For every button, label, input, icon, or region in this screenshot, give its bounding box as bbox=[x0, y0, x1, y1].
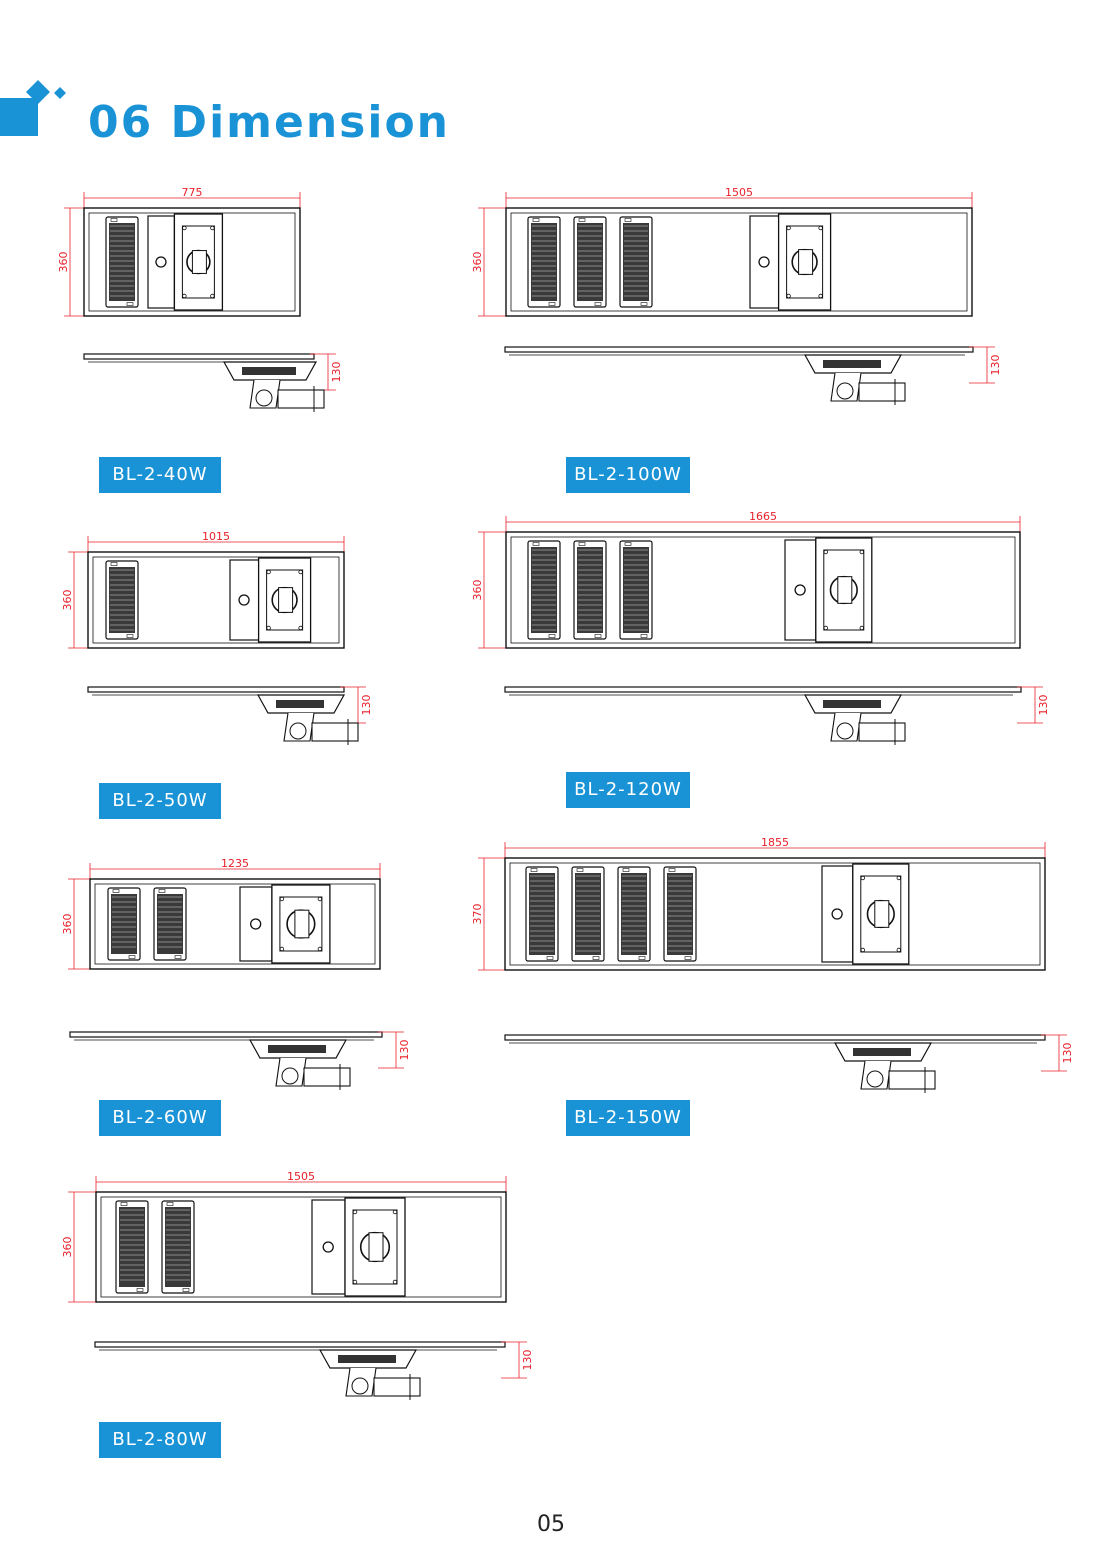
length-dimension-label: 775 bbox=[182, 186, 203, 199]
side-view-drawing-0: 130 bbox=[83, 353, 343, 412]
height-dimension-label: 130 bbox=[1061, 1043, 1074, 1064]
length-dimension-label: 1505 bbox=[725, 186, 753, 199]
model-label: BL-2-120W bbox=[566, 772, 690, 808]
length-dimension-label: 1855 bbox=[761, 836, 789, 849]
width-dimension-label: 360 bbox=[61, 590, 74, 611]
length-dimension-label: 1505 bbox=[287, 1170, 315, 1183]
width-dimension-label: 360 bbox=[471, 580, 484, 601]
length-dimension-label: 1235 bbox=[221, 857, 249, 870]
side-view-drawing-2: 130 bbox=[87, 686, 373, 745]
length-dimension-label: 1665 bbox=[749, 510, 777, 523]
model-label: BL-2-100W bbox=[566, 457, 690, 493]
height-dimension-label: 130 bbox=[360, 695, 373, 716]
model-label: BL-2-60W bbox=[99, 1100, 221, 1136]
width-dimension-label: 360 bbox=[471, 252, 484, 273]
side-view-drawing-4: 130 bbox=[69, 1031, 411, 1090]
width-dimension-label: 360 bbox=[61, 1237, 74, 1258]
top-view-drawing-6: 1505 360 bbox=[61, 1170, 507, 1303]
model-label: BL-2-50W bbox=[99, 783, 221, 819]
top-view-drawing-4: 1235 360 bbox=[61, 857, 381, 970]
page-number: 05 bbox=[537, 1512, 565, 1537]
height-dimension-label: 130 bbox=[521, 1350, 534, 1371]
model-label: BL-2-150W bbox=[566, 1100, 690, 1136]
top-view-drawing-2: 1015 360 bbox=[61, 530, 345, 649]
height-dimension-label: 130 bbox=[989, 355, 1002, 376]
side-view-drawing-1: 130 bbox=[504, 346, 1002, 405]
width-dimension-label: 370 bbox=[471, 904, 484, 925]
model-label: BL-2-40W bbox=[99, 457, 221, 493]
height-dimension-label: 130 bbox=[398, 1040, 411, 1061]
side-view-drawing-6: 130 bbox=[94, 1341, 534, 1400]
side-view-drawing-5: 130 bbox=[504, 1034, 1074, 1093]
width-dimension-label: 360 bbox=[57, 252, 70, 273]
top-view-drawing-5: 1855 370 bbox=[471, 836, 1046, 971]
top-view-drawing-3: 1665 360 bbox=[471, 510, 1021, 649]
width-dimension-label: 360 bbox=[61, 914, 74, 935]
top-view-drawing-1: 1505 360 bbox=[471, 186, 973, 317]
height-dimension-label: 130 bbox=[1037, 695, 1050, 716]
top-view-drawing-0: 775 360 bbox=[57, 186, 301, 317]
page-title: 06 Dimension bbox=[88, 97, 450, 148]
side-view-drawing-3: 130 bbox=[504, 686, 1050, 745]
length-dimension-label: 1015 bbox=[202, 530, 230, 543]
model-label: BL-2-80W bbox=[99, 1422, 221, 1458]
header-logo bbox=[0, 80, 66, 136]
height-dimension-label: 130 bbox=[330, 362, 343, 383]
